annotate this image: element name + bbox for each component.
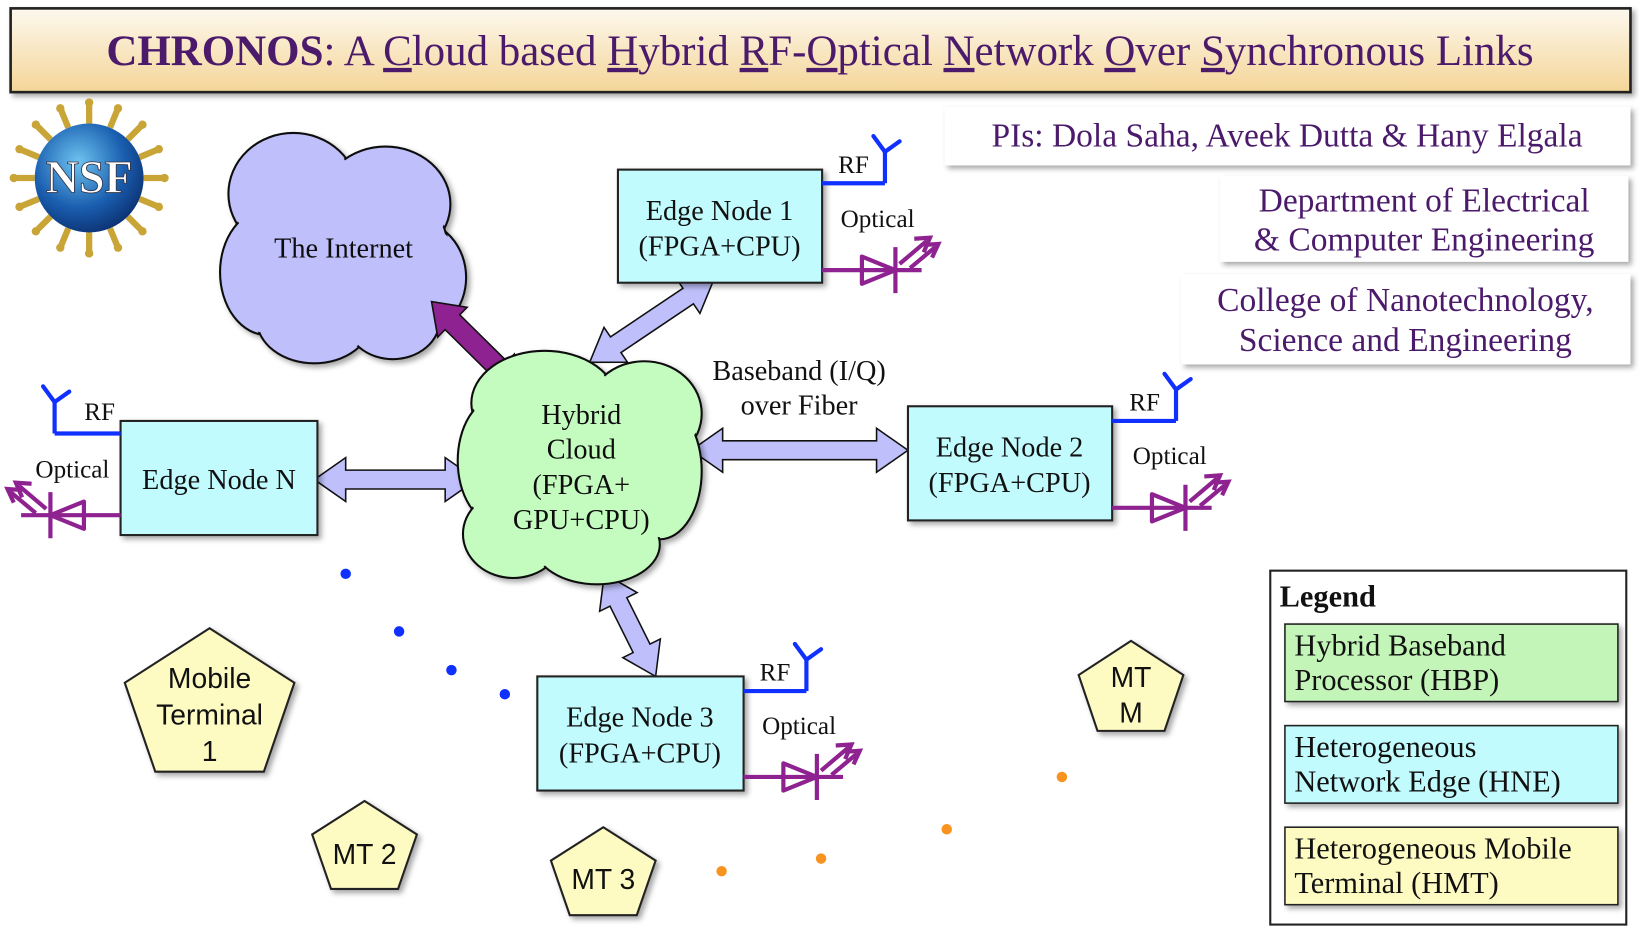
optical-label: Optical (35, 456, 109, 483)
title-segment: ybrid (638, 28, 739, 75)
pis-text: PIs: Dola Saha, Aveek Dutta & Hany Elgal… (991, 118, 1582, 155)
hybrid-cloud-line-1: Hybrid (541, 400, 621, 431)
title-segment: N (943, 28, 974, 75)
college-line-1: College of Nanotechnology, (1217, 282, 1593, 319)
title-segment: O (1104, 28, 1135, 75)
optical-label: Optical (1133, 443, 1207, 470)
legend-item-text: Network Edge (HNE) (1294, 765, 1560, 799)
legend-item-text: Processor (HBP) (1294, 663, 1499, 697)
title-banner: CHRONOS: A Cloud based Hybrid RF-Optical… (9, 7, 1632, 94)
title-segment: : A (323, 28, 383, 75)
mt1-line-2: Terminal (156, 699, 263, 731)
optical-link-dots (716, 771, 1068, 877)
edge-node-2-link-arrow (689, 426, 910, 474)
mobile-terminal-1: Mobile Terminal 1 (123, 627, 296, 773)
legend-item-hbp: Hybrid Baseband Processor (HBP) (1284, 623, 1619, 703)
title-segment: CHRONOS (106, 28, 323, 75)
edge-node-3-link-arrow (598, 572, 662, 678)
rf-label: RF (84, 399, 115, 426)
department-line-1: Department of Electrical (1259, 183, 1590, 220)
legend-item-text: Terminal (HMT) (1294, 866, 1498, 900)
baseband-label-line-1: Baseband (I/Q) (712, 356, 885, 387)
hybrid-cloud-line-3: (FPGA+ (532, 470, 630, 501)
legend-item-text: Heterogeneous Mobile (1294, 832, 1571, 866)
mobile-terminal-m: MT M (1077, 639, 1185, 732)
optical-led-icon (783, 744, 859, 799)
rf-antenna-icon (1165, 374, 1191, 421)
mt1-line-3: 1 (202, 735, 218, 767)
legend-item-hne: Heterogeneous Network Edge (HNE) (1284, 724, 1619, 804)
hybrid-cloud-line-2: Cloud (547, 435, 616, 466)
baseband-label-line-2: over Fiber (741, 391, 859, 422)
hybrid-cloud: Hybrid Cloud (FPGA+ GPU+CPU) (456, 349, 703, 586)
edge-node-2-name: Edge Node 2 (936, 433, 1084, 464)
title-segment: S (1201, 28, 1225, 75)
edge-node-3-name: Edge Node 3 (566, 703, 714, 734)
legend-item-hmt: Heterogeneous Mobile Terminal (HMT) (1284, 826, 1619, 906)
title-segment: F- (768, 28, 806, 75)
edge-node-n-name: Edge Node N (142, 465, 296, 496)
rf-link-dots (340, 568, 511, 700)
optical-led-icon (1152, 475, 1228, 530)
title-segment: loud based (412, 28, 608, 75)
title-segment: R (740, 28, 769, 75)
title-segment: O (806, 28, 837, 75)
internet-cloud: The Internet (218, 131, 468, 365)
college-line-2: Science and Engineering (1239, 322, 1572, 359)
optical-led-icon (7, 483, 83, 538)
legend-item-text: Heterogeneous (1294, 730, 1476, 764)
edge-node-2: Edge Node 2 (FPGA+CPU) RF Optical (906, 374, 1228, 531)
hybrid-cloud-line-4: GPU+CPU) (513, 505, 650, 536)
mobile-terminal-2: MT 2 (310, 799, 419, 891)
optical-led-icon (862, 238, 938, 293)
rf-antenna-icon (43, 386, 69, 433)
rf-antenna-icon (795, 644, 821, 691)
legend-title: Legend (1280, 579, 1376, 613)
rf-label: RF (760, 660, 791, 687)
mt1-line-1: Mobile (168, 662, 251, 694)
edge-node-n: Edge Node N RF Optical (7, 386, 319, 538)
mt2-label: MT 2 (333, 838, 397, 870)
title-segment: C (383, 28, 412, 75)
mtm-line-1: MT (1111, 661, 1152, 693)
mtm-line-2: M (1119, 696, 1143, 728)
edge-node-1-hw: (FPGA+CPU) (638, 231, 800, 262)
title-segment: H (607, 28, 638, 75)
title-segment: ver (1135, 28, 1201, 75)
title-segment: ptical (837, 28, 943, 75)
page-title: CHRONOS: A Cloud based Hybrid RF-Optical… (106, 28, 1533, 75)
mt3-label: MT 3 (571, 863, 635, 895)
legend-item-text: Hybrid Baseband (1294, 628, 1506, 662)
edge-node-2-hw: (FPGA+CPU) (929, 468, 1091, 499)
internet-label: The Internet (274, 234, 413, 265)
rf-label: RF (1129, 389, 1160, 416)
rf-antenna-icon (873, 136, 899, 183)
nsf-logo: NSF (9, 98, 169, 258)
legend: Legend Hybrid Baseband Processor (HBP) H… (1269, 569, 1628, 926)
edge-node-1-link-arrow (588, 277, 716, 364)
department-line-2: & Computer Engineering (1254, 221, 1595, 258)
edge-node-n-link-arrow (312, 456, 478, 504)
title-segment: etwork (974, 28, 1104, 75)
optical-label: Optical (841, 206, 915, 233)
edge-node-1: Edge Node 1 (FPGA+CPU) RF Optical (616, 136, 938, 293)
title-segment: ynchronous Links (1225, 28, 1534, 75)
edge-node-3: Edge Node 3 (FPGA+CPU) RF Optical (536, 644, 860, 800)
edge-node-1-name: Edge Node 1 (646, 196, 794, 227)
edge-node-3-hw: (FPGA+CPU) (559, 738, 721, 769)
college-box: College of Nanotechnology, Science and E… (1181, 274, 1631, 365)
rf-label: RF (838, 152, 869, 179)
optical-label: Optical (762, 713, 836, 740)
pis-box: PIs: Dola Saha, Aveek Dutta & Hany Elgal… (944, 106, 1631, 166)
mobile-terminal-3: MT 3 (549, 825, 657, 917)
nsf-logo-text: NSF (46, 152, 133, 203)
department-box: Department of Electrical & Computer Engi… (1220, 175, 1629, 262)
